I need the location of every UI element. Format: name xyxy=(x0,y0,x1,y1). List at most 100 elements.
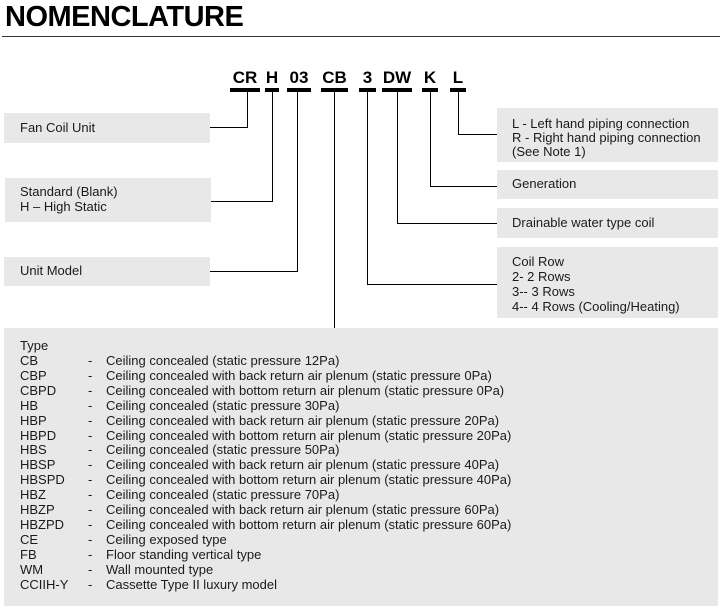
type-separator: - xyxy=(88,561,93,577)
type-description: Ceiling concealed with back return air p… xyxy=(106,412,500,428)
static-type-line-2: H – High Static xyxy=(20,199,107,214)
type-description: Ceiling concealed with back return air p… xyxy=(106,502,500,517)
code-segment-type: CB xyxy=(322,68,347,87)
underline-model xyxy=(287,88,311,92)
type-code: WM xyxy=(20,561,44,577)
type-separator: - xyxy=(88,487,93,503)
type-separator: - xyxy=(88,382,93,398)
type-description: Ceiling concealed (static pressure 70Pa) xyxy=(106,487,340,503)
unit-model-box: Unit Model xyxy=(4,257,210,286)
type-code: HB xyxy=(20,397,39,413)
type-description: Ceiling concealed (static pressure 12Pa) xyxy=(106,353,340,368)
type-description: Cassette Type II luxury model xyxy=(106,576,278,592)
type-code: HBZPD xyxy=(20,516,65,532)
type-separator: - xyxy=(88,427,93,443)
coil-row-box: Coil Row 2- 2 Rows 3-- 3 Rows 4-- 4 Rows… xyxy=(497,247,718,318)
underline-piping xyxy=(450,88,466,92)
type-description: Ceiling concealed with bottom return air… xyxy=(106,427,512,443)
underline-h xyxy=(265,88,279,92)
type-code: HBP xyxy=(20,412,47,428)
type-code: HBS xyxy=(20,442,47,458)
underline-generation xyxy=(422,88,438,92)
connector-generation-vertical xyxy=(430,92,431,187)
piping-connection-box: L - Left hand piping connection R - Righ… xyxy=(497,108,718,162)
underline-coil xyxy=(382,88,412,92)
type-description: Ceiling concealed with bottom return air… xyxy=(106,472,512,488)
piping-line-3: (See Note 1) xyxy=(512,144,586,159)
code-segment-h: H xyxy=(265,68,279,87)
type-code: HBZ xyxy=(20,487,46,503)
type-code: HBSPD xyxy=(20,472,65,488)
code-segment-coil: DW xyxy=(382,68,412,87)
connector-type-vertical xyxy=(334,92,335,328)
type-description: Ceiling concealed (static pressure 50Pa) xyxy=(106,442,340,458)
type-separator: - xyxy=(88,546,93,562)
code-segment-generation: K xyxy=(423,68,437,87)
type-code: HBSP xyxy=(20,457,56,473)
type-separator: - xyxy=(88,367,93,383)
connector-piping-vertical xyxy=(458,92,459,134)
type-description: Floor standing vertical type xyxy=(106,546,262,562)
connector-coil-horizontal xyxy=(397,223,497,224)
type-description: Ceiling concealed with back return air p… xyxy=(106,367,492,383)
connector-piping-horizontal xyxy=(458,134,497,135)
type-code: HBPD xyxy=(20,427,57,443)
type-separator: - xyxy=(88,457,93,473)
type-description: Ceiling concealed with bottom return air… xyxy=(106,516,512,532)
connector-cr-vertical xyxy=(247,92,248,128)
connector-cr-horizontal xyxy=(210,127,248,128)
drainable-coil-box: Drainable water type coil xyxy=(497,208,718,238)
type-separator: - xyxy=(88,472,93,488)
type-separator: - xyxy=(88,397,93,413)
connector-h-horizontal xyxy=(211,201,273,202)
type-description: Ceiling concealed (static pressure 30Pa) xyxy=(106,397,340,413)
type-list-box: Type CB-Ceiling concealed (static pressu… xyxy=(4,328,718,606)
title-divider xyxy=(2,36,720,37)
type-description: Wall mounted type xyxy=(106,561,214,577)
type-code: CB xyxy=(20,353,39,368)
coil-row-line-3: 3-- 3 Rows xyxy=(512,284,575,299)
type-description: Ceiling concealed with bottom return air… xyxy=(106,382,505,398)
type-separator: - xyxy=(88,516,93,532)
type-description: Ceiling concealed with back return air p… xyxy=(106,457,500,473)
generation-box: Generation xyxy=(497,170,718,199)
static-type-box: Standard (Blank) H – High Static xyxy=(5,178,211,222)
type-separator: - xyxy=(88,353,93,368)
coil-row-line-1: Coil Row xyxy=(512,254,565,269)
static-type-line-1: Standard (Blank) xyxy=(20,184,118,199)
connector-generation-horizontal xyxy=(430,186,497,187)
underline-type xyxy=(321,88,348,92)
fan-coil-unit-box: Fan Coil Unit xyxy=(4,113,210,143)
connector-rows-horizontal xyxy=(367,284,497,285)
type-code: FB xyxy=(20,546,37,562)
code-segment-model: 03 xyxy=(289,68,309,87)
code-segment-rows: 3 xyxy=(362,68,373,87)
type-separator: - xyxy=(88,531,93,547)
piping-line-2: R - Right hand piping connection xyxy=(512,130,701,145)
connector-rows-vertical xyxy=(367,92,368,285)
type-description: Ceiling exposed type xyxy=(106,531,227,547)
coil-row-line-4: 4-- 4 Rows (Cooling/Heating) xyxy=(512,299,680,314)
drainable-coil-label: Drainable water type coil xyxy=(512,215,655,230)
type-separator: - xyxy=(88,502,93,517)
code-segment-cr: CR xyxy=(232,68,258,87)
type-separator: - xyxy=(88,442,93,458)
connector-model-vertical xyxy=(297,92,298,272)
page-title: NOMENCLATURE xyxy=(5,1,244,33)
coil-row-line-2: 2- 2 Rows xyxy=(512,269,571,284)
generation-label: Generation xyxy=(512,176,577,191)
type-code: HBZP xyxy=(20,502,55,517)
fan-coil-unit-label: Fan Coil Unit xyxy=(20,120,96,135)
type-code: CCIIH-Y xyxy=(20,576,69,592)
code-segment-piping: L xyxy=(452,68,464,87)
connector-coil-vertical xyxy=(397,92,398,224)
type-code: CE xyxy=(20,531,39,547)
connector-h-vertical xyxy=(272,92,273,202)
piping-line-1: L - Left hand piping connection xyxy=(512,116,690,131)
type-separator: - xyxy=(88,412,93,428)
unit-model-label: Unit Model xyxy=(20,263,83,278)
type-separator: - xyxy=(88,576,93,592)
type-code: CBP xyxy=(20,367,47,383)
type-heading: Type xyxy=(20,338,49,353)
type-code: CBPD xyxy=(20,382,57,398)
